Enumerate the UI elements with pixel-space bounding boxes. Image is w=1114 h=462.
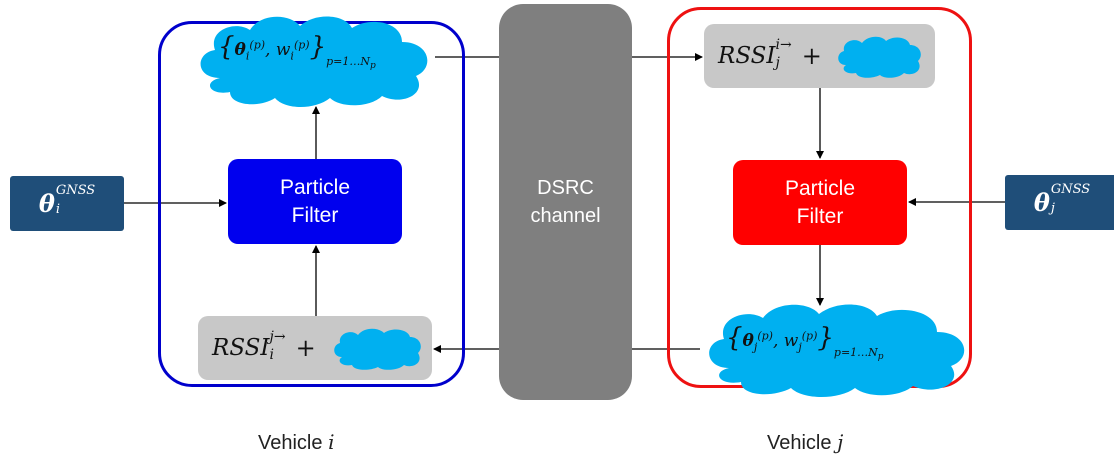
rssi-plus-j: +	[801, 42, 822, 70]
particle-filter-i: Particle Filter	[228, 159, 402, 244]
noise-cloud-j	[838, 36, 921, 78]
filter-j-line1: Particle	[784, 176, 856, 200]
filter-j-line2: Filter	[796, 204, 844, 228]
particle-cloud-j	[709, 304, 965, 397]
noise-cloud-i	[334, 328, 421, 370]
filter-i-line1: Particle	[279, 175, 351, 199]
filter-i-line2: Filter	[291, 203, 339, 227]
particle-set-j: {θj(p), wj(p)}p=1…Np	[726, 323, 884, 363]
particle-filter-j: Particle Filter	[733, 160, 907, 245]
dsrc-channel: DSRC channel	[499, 4, 632, 400]
rssi-label-i: RSSI	[212, 335, 270, 361]
particle-cloud-i	[200, 16, 428, 107]
vehicle-j-label: Vehicle j	[767, 430, 844, 454]
channel-label-line2: channel	[530, 205, 601, 227]
channel-label-line1: DSRC	[537, 177, 594, 199]
vehicle-i-label: Vehicle i	[258, 430, 335, 454]
rssi-label-j: RSSI	[718, 43, 776, 69]
rssi-plus-i: +	[295, 334, 316, 362]
particle-set-i: {θi(p), wi(p)}p=1…Np	[218, 32, 376, 72]
